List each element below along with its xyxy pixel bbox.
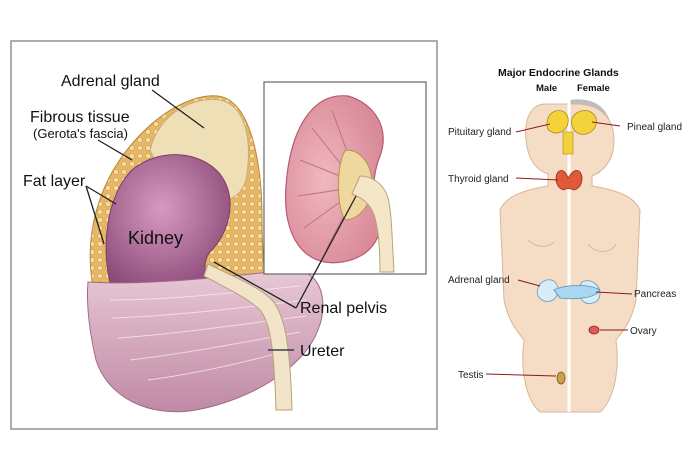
endocrine-title: Major Endocrine Glands	[498, 67, 619, 79]
leader-thyroid	[515, 177, 559, 181]
label-pineal-gland: Pineal gland	[627, 122, 682, 133]
adrenal-left-shape	[536, 279, 559, 302]
chest-contour-female	[587, 243, 617, 252]
testis-shape	[556, 371, 566, 385]
kidney-section-shape	[284, 95, 384, 264]
label-gerotas-fascia: (Gerota's fascia)	[33, 126, 128, 141]
leader-fat-layer-1	[85, 185, 117, 205]
leader-adrenal	[517, 279, 541, 287]
leader-renal-pelvis-2	[295, 195, 357, 309]
label-female: Female	[577, 83, 610, 94]
leader-renal-pelvis-1	[213, 261, 297, 309]
leader-fibrous-tissue	[97, 139, 133, 161]
label-kidney: Kidney	[128, 228, 183, 248]
label-testis: Testis	[458, 370, 484, 381]
chest-contour-male	[527, 239, 555, 247]
pancreas-shape	[553, 285, 601, 300]
label-adrenal-gland: Adrenal gland	[61, 73, 160, 90]
label-renal-pelvis: Renal pelvis	[300, 300, 387, 317]
label-pancreas: Pancreas	[634, 289, 676, 300]
pineal-gland-shape	[571, 110, 597, 135]
ureter-shape	[203, 263, 293, 411]
label-adrenal-gland-right: Adrenal gland	[448, 275, 510, 286]
label-male: Male	[536, 83, 557, 94]
leader-pancreas	[595, 291, 633, 295]
brainstem-shape	[562, 131, 574, 155]
label-ovary: Ovary	[630, 326, 657, 337]
label-thyroid-gland: Thyroid gland	[448, 174, 509, 185]
ovary-shape	[588, 325, 600, 335]
pituitary-gland-shape	[546, 110, 569, 134]
leader-fat-layer-2	[85, 185, 105, 245]
label-pituitary-gland: Pituitary gland	[448, 127, 511, 138]
thyroid-gland-shape	[555, 170, 583, 191]
label-fibrous-tissue: Fibrous tissue	[30, 109, 130, 126]
leader-pineal	[591, 121, 621, 127]
leader-adrenal-gland	[151, 89, 205, 129]
renal-pelvis-inset-shape	[351, 175, 395, 273]
label-fat-layer: Fat layer	[23, 173, 86, 190]
label-ureter: Ureter	[300, 343, 345, 360]
kidney-shape	[105, 154, 231, 291]
leader-pituitary	[515, 123, 551, 133]
leader-testis	[485, 373, 557, 377]
renal-sinus-shape	[338, 149, 373, 221]
